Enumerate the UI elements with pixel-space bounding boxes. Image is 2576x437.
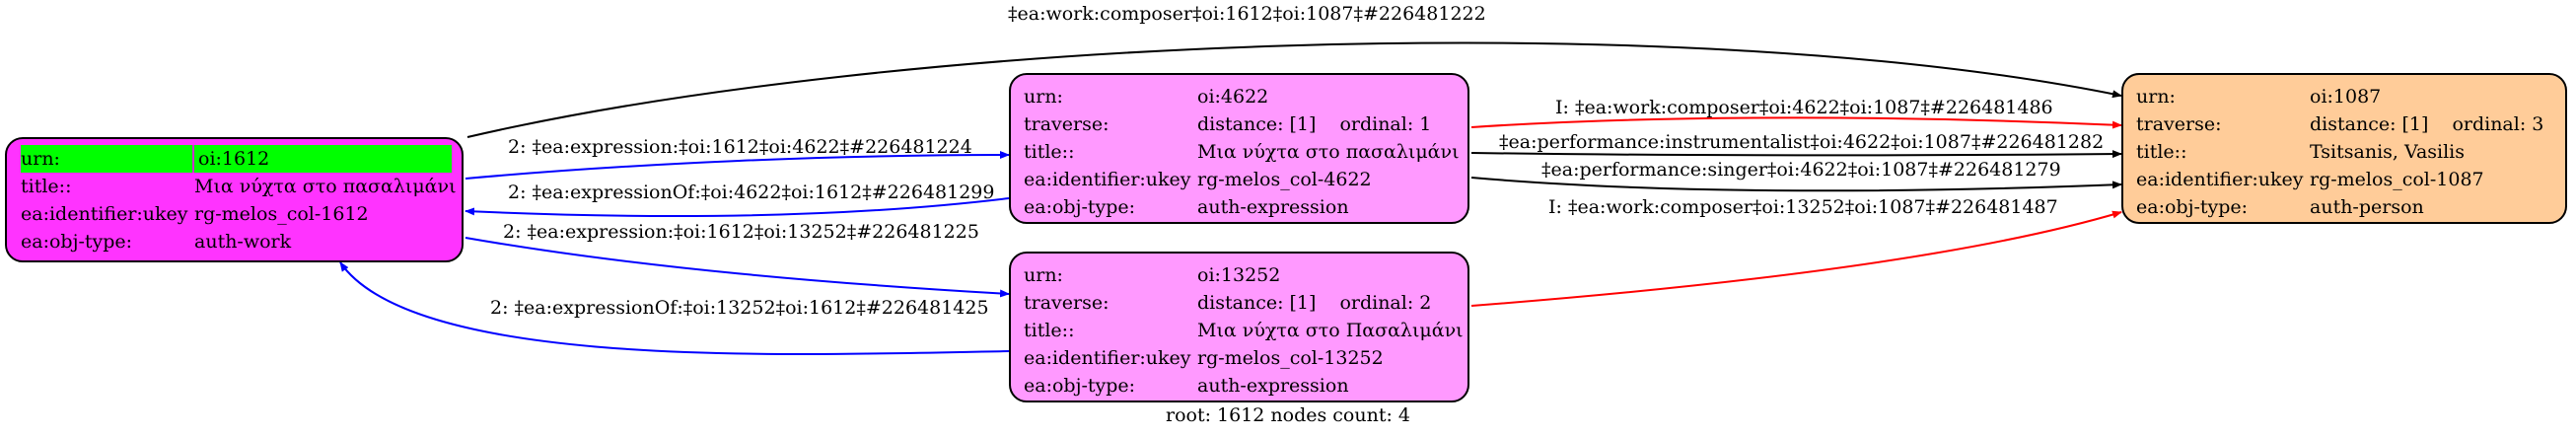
node-13252-title-value: Μια νύχτα στο Πασαλιμάνι xyxy=(1197,320,1464,341)
edge-expression-1612-4622 xyxy=(465,151,1010,180)
node-4622-traverse-key: traverse: xyxy=(1024,113,1109,135)
edge-label-e4: 2: ‡ea:expression:‡oi:1612‡oi:13252‡#226… xyxy=(503,221,979,243)
node-1612-title-row: title:: Μια νύχτα στο πασαλιμάνι xyxy=(21,173,457,200)
node-1612-ukey-value: rg-melos_col-1612 xyxy=(194,203,369,225)
node-4622-type-key: ea:obj-type: xyxy=(1024,196,1136,218)
node-4622-ukey-key: ea:identifier:ukey xyxy=(1024,169,1191,190)
node-4622-type-value: auth-expression xyxy=(1197,196,1349,218)
node-4622-distance-value: distance: [1] xyxy=(1197,113,1317,135)
node-1087-urn-row: urn: oi:1087 xyxy=(2136,83,2555,110)
node-1087-title-row: title:: Tsitsanis, Vasilis xyxy=(2136,138,2555,166)
node-13252-ukey-key: ea:identifier:ukey xyxy=(1024,347,1191,369)
node-4622-urn-row: urn: oi:4622 xyxy=(1024,83,1458,110)
node-4622-ukey-value: rg-melos_col-4622 xyxy=(1197,169,1372,190)
edge-expression-1612-13252 xyxy=(465,237,1010,298)
node-1087-traverse-key: traverse: xyxy=(2136,113,2222,135)
node-1612-type-key: ea:obj-type: xyxy=(21,231,133,253)
edge-label-e2: 2: ‡ea:expression:‡oi:1612‡oi:4622‡#2264… xyxy=(508,136,972,158)
node-1612-ukey-key: ea:identifier:ukey xyxy=(21,203,188,225)
node-oi-4622[interactable]: urn: oi:4622 traverse: distance: [1] ord… xyxy=(1009,73,1469,224)
node-1087-type-key: ea:obj-type: xyxy=(2136,196,2249,218)
node-1612-ukey-row: ea:identifier:ukey rg-melos_col-1612 xyxy=(21,200,452,228)
edge-label-e9: I: ‡ea:work:composer‡oi:13252‡oi:1087‡#2… xyxy=(1548,196,2058,218)
node-1087-title-value: Tsitsanis, Vasilis xyxy=(2310,141,2466,163)
node-1612-title-key: title:: xyxy=(21,176,72,197)
edge-label-e6: I: ‡ea:work:composer‡oi:4622‡oi:1087‡#22… xyxy=(1555,97,2053,118)
node-4622-ukey-row: ea:identifier:ukey rg-melos_col-4622 xyxy=(1024,166,1458,193)
edge-label-e8: ‡ea:performance:singer‡oi:4622‡oi:1087‡#… xyxy=(1541,159,2061,181)
node-1612-type-row: ea:obj-type: auth-work xyxy=(21,228,452,255)
node-1087-ukey-row: ea:identifier:ukey rg-melos_col-1087 xyxy=(2136,166,2555,193)
node-4622-type-row: ea:obj-type: auth-expression xyxy=(1024,193,1458,221)
edge-label-e7: ‡ea:performance:instrumentalist‡oi:4622‡… xyxy=(1499,131,2104,153)
node-4622-ordinal-value: ordinal: 1 xyxy=(1339,113,1432,135)
node-oi-1612[interactable]: urn: oi:1612 title:: Μια νύχτα στο πασαλ… xyxy=(5,137,464,262)
node-13252-type-key: ea:obj-type: xyxy=(1024,375,1136,397)
node-1612-type-value: auth-work xyxy=(194,231,292,253)
node-1087-title-key: title:: xyxy=(2136,141,2187,163)
node-1612-urn-key: urn: xyxy=(21,145,194,173)
node-oi-13252[interactable]: urn: oi:13252 traverse: distance: [1] or… xyxy=(1009,252,1469,402)
node-13252-traverse-key: traverse: xyxy=(1024,292,1109,314)
node-1612-urn-value: oi:1612 xyxy=(198,148,270,170)
node-13252-urn-key: urn: xyxy=(1024,264,1063,286)
node-13252-type-value: auth-expression xyxy=(1197,375,1349,397)
edge-work-composer-1612-1087 xyxy=(466,41,2122,138)
node-13252-title-key: title:: xyxy=(1024,320,1075,341)
node-4622-urn-key: urn: xyxy=(1024,86,1063,108)
node-1087-ukey-value: rg-melos_col-1087 xyxy=(2310,169,2484,190)
node-13252-title-row: title:: Μια νύχτα στο Πασαλιμάνι xyxy=(1024,317,1464,344)
node-13252-ukey-value: rg-melos_col-13252 xyxy=(1197,347,1384,369)
node-1087-ordinal-value: ordinal: 3 xyxy=(2452,113,2544,135)
node-4622-title-row: title:: Μια νύχτα στο πασαλιμάνι xyxy=(1024,138,1460,166)
graph-footer: root: 1612 nodes count: 4 xyxy=(1165,404,1411,426)
node-1612-urn-row: urn: oi:1612 xyxy=(21,145,452,173)
node-1087-type-value: auth-person xyxy=(2310,196,2424,218)
edge-expressionof-4622-1612 xyxy=(465,197,1010,217)
node-1087-distance-value: distance: [1] xyxy=(2310,113,2429,135)
node-oi-1087[interactable]: urn: oi:1087 traverse: distance: [1] ord… xyxy=(2121,73,2567,224)
node-1087-urn-key: urn: xyxy=(2136,86,2176,108)
edge-singer-4622-1087 xyxy=(1470,177,2122,192)
node-13252-urn-value: oi:13252 xyxy=(1197,264,1281,286)
node-4622-title-value: Μια νύχτα στο πασαλιμάνι xyxy=(1197,141,1460,163)
node-13252-ukey-row: ea:identifier:ukey rg-melos_col-13252 xyxy=(1024,344,1458,372)
edge-instrumentalist-4622-1087 xyxy=(1470,150,2122,159)
edge-label-e5: 2: ‡ea:expressionOf:‡oi:13252‡oi:1612‡#2… xyxy=(490,297,989,319)
node-13252-urn-row: urn: oi:13252 xyxy=(1024,261,1458,289)
edge-label-e1: ‡ea:work:composer‡oi:1612‡oi:1087‡#22648… xyxy=(1008,3,1486,25)
node-1087-traverse-row: traverse: distance: [1] ordinal: 3 xyxy=(2136,110,2555,138)
node-1087-type-row: ea:obj-type: auth-person xyxy=(2136,193,2555,221)
node-1087-ukey-key: ea:identifier:ukey xyxy=(2136,169,2304,190)
node-4622-traverse-row: traverse: distance: [1] ordinal: 1 xyxy=(1024,110,1458,138)
node-13252-traverse-row: traverse: distance: [1] ordinal: 2 xyxy=(1024,289,1458,317)
node-4622-title-key: title:: xyxy=(1024,141,1075,163)
node-13252-ordinal-value: ordinal: 2 xyxy=(1339,292,1432,314)
node-4622-urn-value: oi:4622 xyxy=(1197,86,1269,108)
edge-work-composer-13252-1087 xyxy=(1470,210,2122,307)
node-13252-type-row: ea:obj-type: auth-expression xyxy=(1024,372,1458,400)
edge-label-e3: 2: ‡ea:expressionOf:‡oi:4622‡oi:1612‡#22… xyxy=(508,182,994,203)
edge-expressionof-13252-1612 xyxy=(339,261,1010,355)
node-13252-distance-value: distance: [1] xyxy=(1197,292,1317,314)
edge-work-composer-4622-1087 xyxy=(1470,116,2122,129)
node-1087-urn-value: oi:1087 xyxy=(2310,86,2382,108)
node-1612-title-value: Μια νύχτα στο πασαλιμάνι xyxy=(194,176,457,197)
